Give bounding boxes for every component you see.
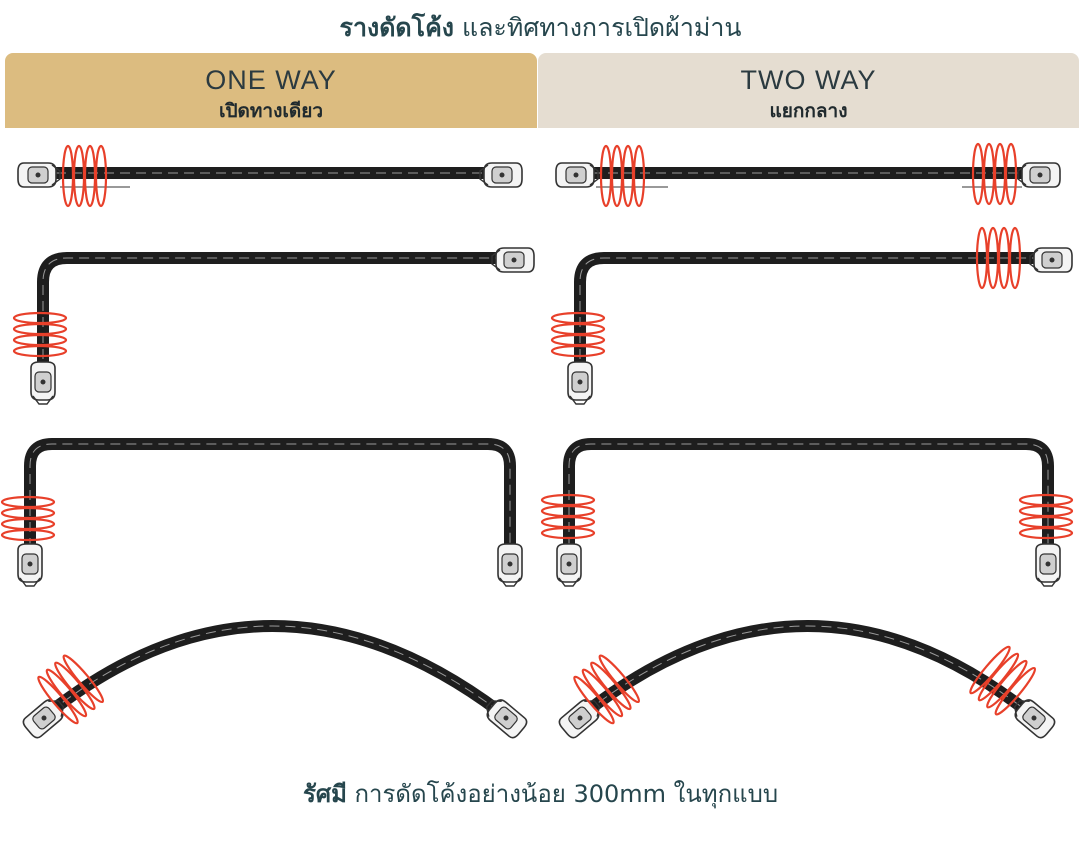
rail-l-bend-two-way [550,226,1073,405]
radius-note: รัศมี การดัดโค้งอย่างน้อย 300mm ในทุกแบบ [0,774,1081,813]
rail-u-bend-one-way [0,438,523,587]
rail-arc-two-way [556,620,1058,741]
column-header-two-way: TWO WAY แยกกลาง [538,53,1079,128]
rail-straight-one-way [17,144,523,208]
rail-arc-one-way [20,620,530,741]
rail-l-bend-one-way [12,247,535,405]
column-header-one-way: ONE WAY เปิดทางเดียว [5,53,537,128]
rail-straight-two-way [555,142,1061,208]
radius-note-rest: การดัดโค้งอย่างน้อย 300mm ในทุกแบบ [346,780,779,808]
rail-u-bend-two-way [540,438,1074,587]
column-title-en: TWO WAY [740,65,877,95]
title-bold: รางดัดโค้ง [339,13,455,42]
radius-note-bold: รัศมี [302,780,347,808]
column-title-en: ONE WAY [205,65,337,95]
column-title-th: เปิดทางเดียว [219,100,323,122]
column-title-th: แยกกลาง [769,100,848,122]
page-title: รางดัดโค้ง และทิศทางการเปิดผ้าม่าน [0,8,1081,48]
title-rest: และทิศทางการเปิดผ้าม่าน [454,13,742,42]
